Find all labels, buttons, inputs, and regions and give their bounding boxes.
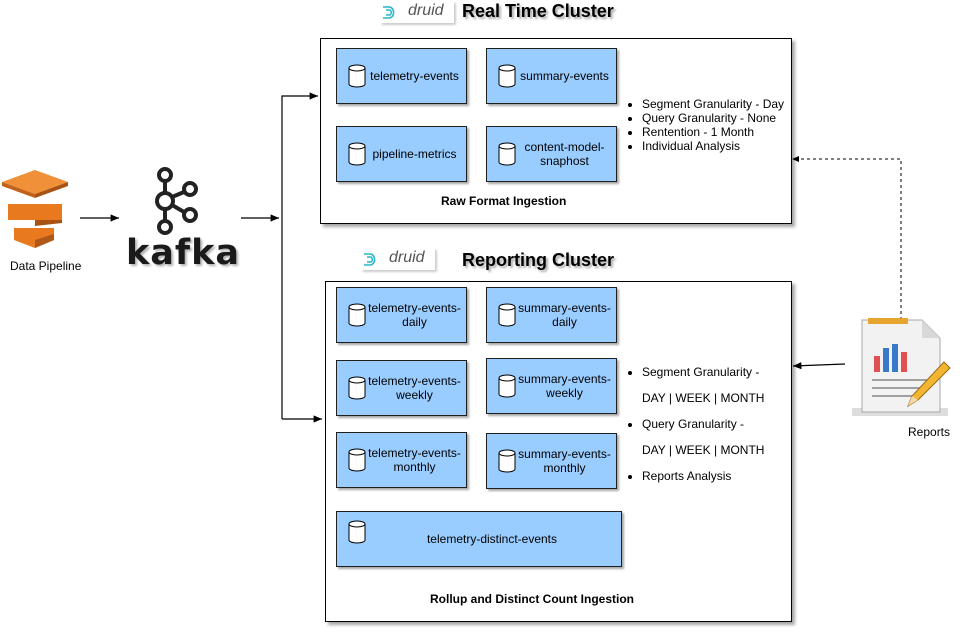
data-pipeline-label: Data Pipeline — [10, 259, 82, 273]
report-document-icon — [852, 318, 951, 416]
property-item: Segment Granularity - Day — [642, 97, 784, 111]
database-cylinder-icon — [348, 376, 366, 400]
datasource-telemetry-distinct-events: telemetry-distinct-events — [336, 511, 622, 567]
arrow-reports-to-realtime — [792, 156, 902, 320]
datasource-summary-events: summary-events — [486, 48, 617, 104]
datasource-label: telemetry-events- daily — [368, 301, 461, 329]
datasource-label: summary-events- weekly — [518, 372, 611, 400]
reporting-properties-list: Segment Granularity - DAY | WEEK | MONTH… — [626, 359, 764, 489]
druid-logo-icon — [364, 253, 376, 266]
property-item: DAY | WEEK | MONTH — [642, 391, 765, 405]
property-item: Query Granularity - None — [642, 111, 784, 125]
database-cylinder-icon — [498, 303, 516, 327]
arrow-split-to-realtime — [281, 92, 318, 419]
druid-logo-text: druid — [408, 2, 444, 19]
druid-logo-realtime: druid — [380, 1, 454, 23]
datasource-summary-events-monthly: summary-events- monthly — [486, 433, 617, 489]
reporting-caption: Rollup and Distinct Count Ingestion — [430, 592, 634, 606]
property-item: Segment Granularity - — [642, 359, 764, 385]
database-cylinder-icon — [348, 303, 366, 327]
reporting-cluster-title: Reporting Cluster — [462, 250, 615, 270]
arrow-reports-to-reporting — [792, 362, 846, 370]
realtime-cluster-title: Real Time Cluster — [462, 1, 614, 21]
reporting-cluster-box: telemetry-events- daily summary-events- … — [325, 281, 792, 622]
datasource-label: telemetry-events- monthly — [368, 446, 461, 474]
datasource-label: content-model- snaphost — [524, 140, 605, 168]
datasource-label: telemetry-events — [370, 69, 459, 83]
realtime-cluster-box: telemetry-events summary-events pipeline… — [320, 38, 792, 224]
datasource-telemetry-events: telemetry-events — [336, 48, 467, 104]
kafka-node: kafka — [126, 165, 239, 277]
reports-label: Reports — [908, 425, 951, 439]
data-pipeline-node: Data Pipeline — [0, 168, 90, 278]
property-item: Query Granularity - — [642, 411, 764, 437]
database-cylinder-icon — [498, 374, 516, 398]
database-cylinder-icon — [348, 520, 366, 544]
datasource-label: pipeline-metrics — [372, 147, 457, 161]
datasource-label: summary-events- daily — [518, 301, 611, 329]
database-cylinder-icon — [498, 142, 516, 166]
kafka-wordmark: kafka — [126, 233, 241, 273]
realtime-properties-list: Segment Granularity - Day Query Granular… — [626, 97, 784, 153]
datasource-telemetry-events-monthly: telemetry-events- monthly — [336, 432, 467, 488]
datasource-label: summary-events- monthly — [518, 447, 611, 475]
datasource-summary-events-daily: summary-events- daily — [486, 287, 617, 343]
database-cylinder-icon — [348, 64, 366, 88]
database-cylinder-icon — [348, 448, 366, 472]
datasource-telemetry-events-daily: telemetry-events- daily — [336, 287, 467, 343]
druid-logo-reporting: druid — [361, 248, 435, 270]
database-cylinder-icon — [348, 142, 366, 166]
datasource-telemetry-events-weekly: telemetry-events- weekly — [336, 360, 467, 416]
datasource-summary-events-weekly: summary-events- weekly — [486, 358, 617, 414]
datasource-label: telemetry-distinct-events — [426, 532, 558, 546]
property-item: Reports Analysis — [642, 463, 764, 489]
datasource-label: summary-events — [520, 69, 609, 83]
property-item: DAY | WEEK | MONTH — [642, 443, 765, 457]
property-item: Individual Analysis — [642, 139, 784, 153]
kafka-logo-icon — [155, 167, 198, 235]
datasource-label: telemetry-events- weekly — [368, 374, 461, 402]
stack-layers-icon — [2, 170, 68, 248]
property-item: Rentention - 1 Month — [642, 125, 784, 139]
datasource-pipeline-metrics: pipeline-metrics — [336, 126, 467, 182]
reports-node: Reports — [848, 316, 968, 442]
druid-logo-icon — [383, 6, 395, 19]
database-cylinder-icon — [498, 64, 516, 88]
datasource-content-model-snapshot: content-model- snaphost — [486, 126, 617, 182]
realtime-caption: Raw Format Ingestion — [441, 194, 567, 208]
druid-logo-text: druid — [389, 249, 425, 266]
database-cylinder-icon — [498, 449, 516, 473]
